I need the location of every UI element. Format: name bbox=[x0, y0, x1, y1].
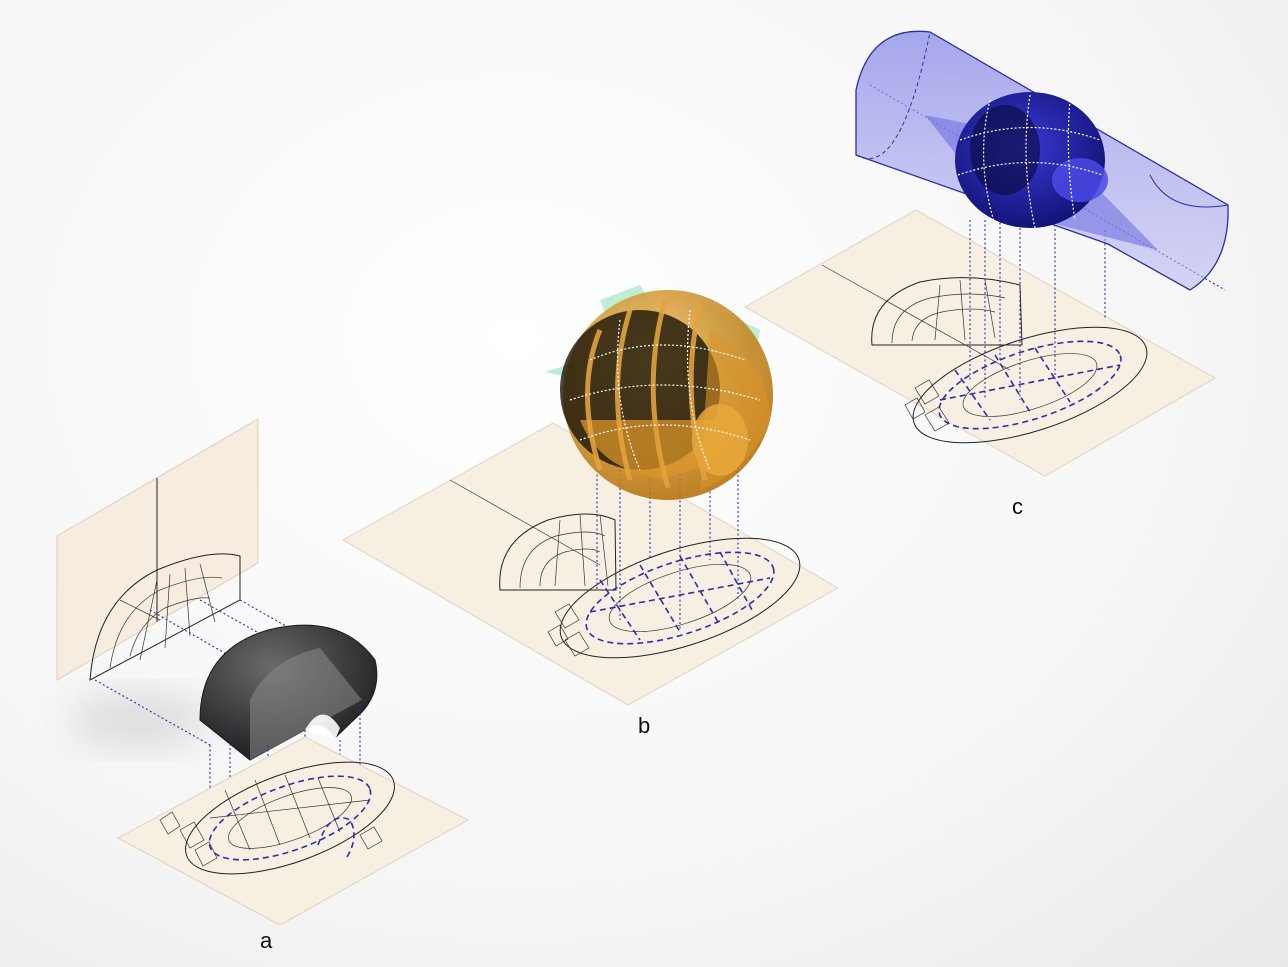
panel-label-b: b bbox=[638, 713, 650, 738]
plan-drawing-b bbox=[547, 537, 801, 659]
panel-label-a: a bbox=[260, 928, 273, 953]
blue-sphere bbox=[955, 92, 1108, 229]
elevation-fan-b bbox=[499, 513, 617, 591]
panel-label-c: c bbox=[1012, 494, 1023, 519]
elevation-drawing bbox=[89, 553, 241, 681]
plan-sheet-c bbox=[743, 209, 1217, 477]
plan-drawing-a bbox=[159, 761, 395, 875]
plan-axis-c bbox=[821, 264, 1011, 371]
half-dome bbox=[199, 624, 378, 761]
shadow bbox=[70, 690, 210, 750]
plan-sheet-b bbox=[341, 422, 840, 706]
sphere-assembly bbox=[545, 285, 773, 500]
panel-c: c bbox=[743, 30, 1229, 519]
plan-axis-b bbox=[449, 479, 601, 566]
elevation-fan-c bbox=[871, 277, 1023, 346]
panel-a: a bbox=[56, 418, 470, 953]
panel-b: b bbox=[341, 285, 840, 738]
plan-sheet-a bbox=[116, 736, 470, 926]
